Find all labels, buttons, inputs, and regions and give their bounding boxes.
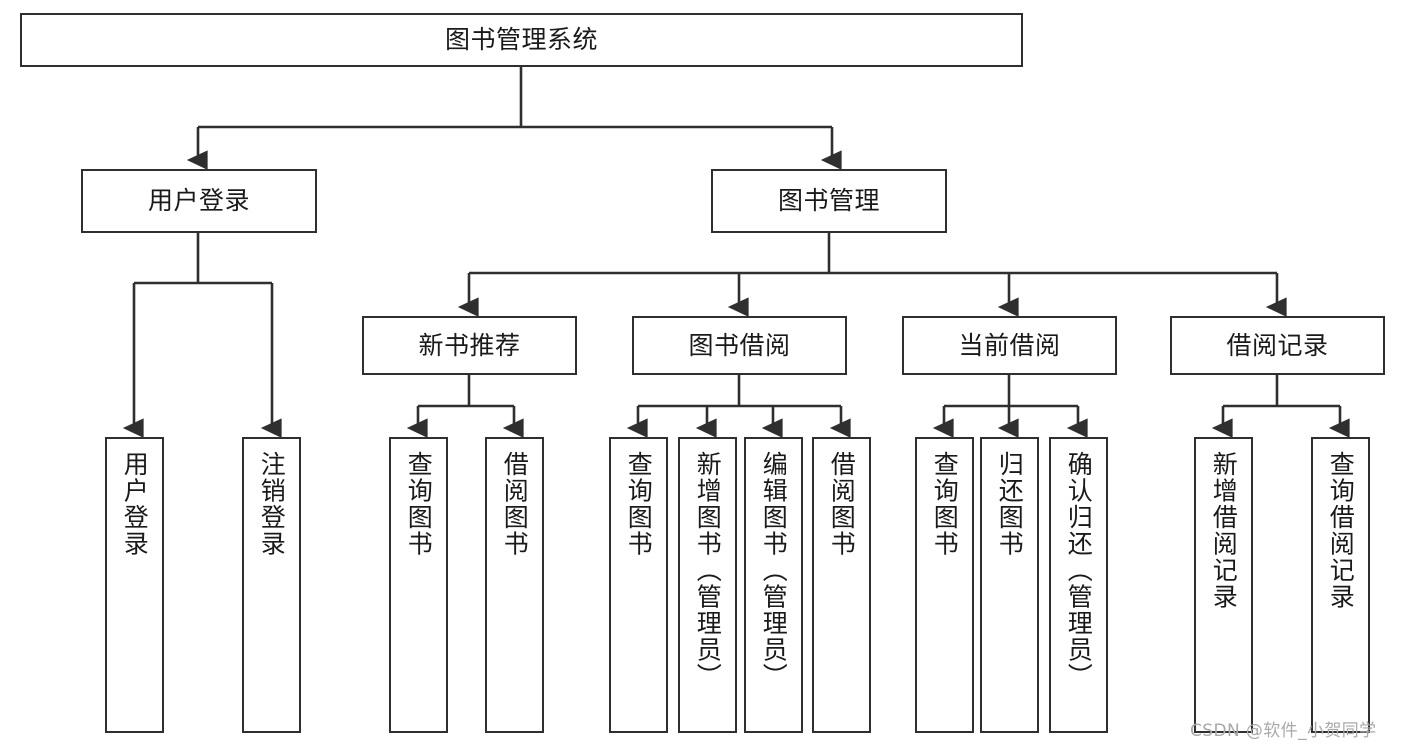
node-leaf-add-book-label: 新增图书（管理员） [693, 451, 723, 690]
node-root[interactable]: 图书管理系统 [20, 13, 1023, 67]
node-leaf-query-book-1[interactable]: 查询图书 [389, 437, 448, 733]
node-book-management-label: 图书管理 [777, 186, 880, 216]
node-leaf-borrow-book-2-label: 借阅图书 [827, 451, 857, 557]
node-leaf-user-login[interactable]: 用户登录 [105, 437, 164, 733]
node-borrow-record[interactable]: 借阅记录 [1170, 316, 1385, 375]
node-leaf-query-book-3-label: 查询图书 [930, 451, 960, 557]
node-book-borrow-label: 图书借阅 [688, 330, 791, 360]
node-new-book-recommend[interactable]: 新书推荐 [362, 316, 577, 375]
node-new-book-recommend-label: 新书推荐 [418, 330, 521, 360]
node-leaf-query-record-label: 查询借阅记录 [1326, 451, 1356, 610]
node-leaf-confirm-return-label: 确认归还（管理员） [1064, 451, 1094, 690]
node-current-borrow-label: 当前借阅 [958, 330, 1061, 360]
node-user-login[interactable]: 用户登录 [81, 169, 317, 233]
node-root-label: 图书管理系统 [444, 25, 598, 55]
node-user-login-label: 用户登录 [147, 186, 250, 216]
node-leaf-return-book-label: 归还图书 [995, 451, 1025, 557]
node-current-borrow[interactable]: 当前借阅 [902, 316, 1117, 375]
node-leaf-user-logout[interactable]: 注销登录 [242, 437, 301, 733]
node-leaf-add-record-label: 新增借阅记录 [1209, 451, 1239, 610]
node-leaf-query-book-3[interactable]: 查询图书 [915, 437, 974, 733]
node-leaf-add-record[interactable]: 新增借阅记录 [1194, 437, 1253, 733]
node-leaf-query-record[interactable]: 查询借阅记录 [1311, 437, 1370, 733]
node-leaf-return-book[interactable]: 归还图书 [980, 437, 1039, 733]
node-book-borrow[interactable]: 图书借阅 [632, 316, 847, 375]
node-leaf-query-book-2[interactable]: 查询图书 [609, 437, 668, 733]
node-leaf-user-login-label: 用户登录 [120, 451, 150, 557]
node-leaf-borrow-book-2[interactable]: 借阅图书 [812, 437, 871, 733]
node-book-management[interactable]: 图书管理 [711, 169, 947, 233]
watermark-text: CSDN @软件_小贺同学 [1190, 721, 1377, 741]
node-leaf-borrow-book-1-label: 借阅图书 [500, 451, 530, 557]
node-leaf-edit-book-label: 编辑图书（管理员） [759, 451, 789, 690]
node-borrow-record-label: 借阅记录 [1226, 330, 1329, 360]
node-leaf-query-book-2-label: 查询图书 [624, 451, 654, 557]
node-leaf-query-book-1-label: 查询图书 [404, 451, 434, 557]
node-leaf-edit-book[interactable]: 编辑图书（管理员） [744, 437, 803, 733]
node-leaf-borrow-book-1[interactable]: 借阅图书 [485, 437, 544, 733]
node-leaf-add-book[interactable]: 新增图书（管理员） [678, 437, 737, 733]
node-leaf-confirm-return[interactable]: 确认归还（管理员） [1049, 437, 1108, 733]
node-leaf-user-logout-label: 注销登录 [257, 451, 287, 557]
